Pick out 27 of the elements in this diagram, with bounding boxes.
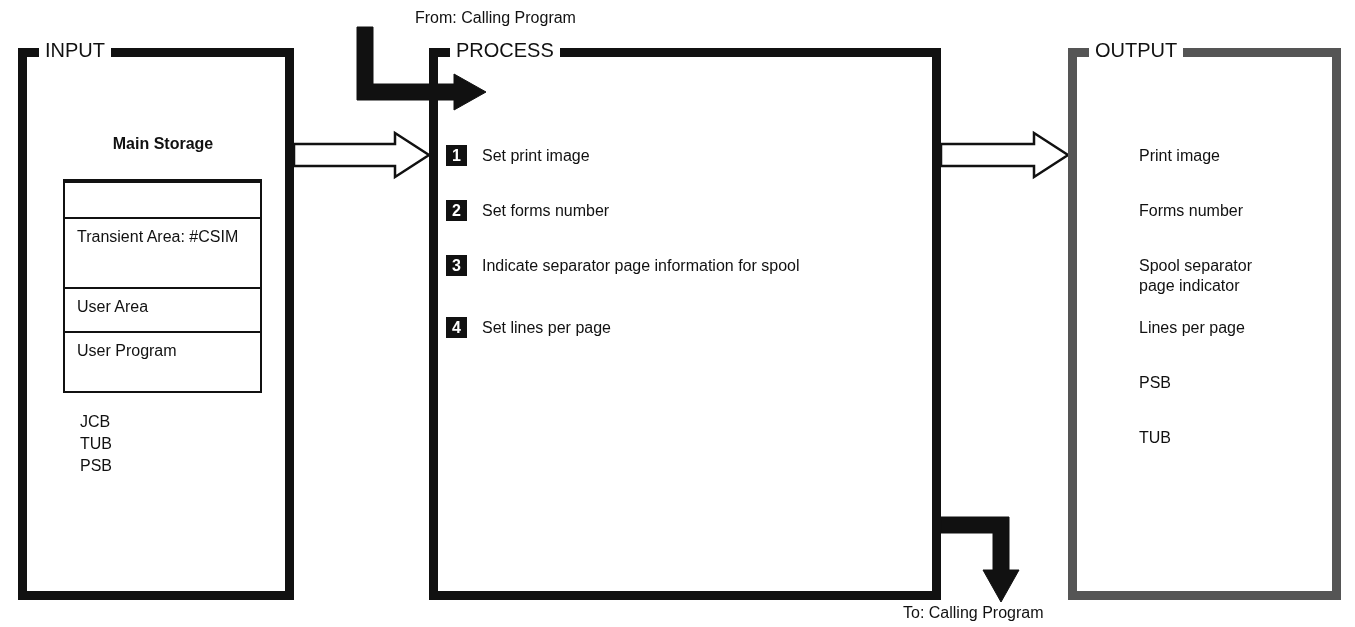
hollow-arrow bbox=[939, 130, 1071, 180]
thick-arrow bbox=[356, 26, 487, 111]
storage-item: PSB bbox=[80, 456, 112, 476]
step-number: 1 bbox=[446, 145, 467, 166]
step-text: Set print image bbox=[482, 146, 590, 166]
output-item: TUB bbox=[1139, 428, 1171, 448]
table-cell: Transient Area: #CSIM bbox=[65, 217, 260, 287]
table-heading: Main Storage bbox=[111, 135, 215, 153]
output-item: Print image bbox=[1139, 146, 1220, 166]
output-item: Spool separator page indicator bbox=[1139, 256, 1253, 296]
output-item: PSB bbox=[1139, 373, 1171, 393]
output-item: Lines per page bbox=[1139, 318, 1245, 338]
step-number: 2 bbox=[446, 200, 467, 221]
hollow-arrow bbox=[292, 130, 432, 180]
step-number: 3 bbox=[446, 255, 467, 276]
output-item: Forms number bbox=[1139, 201, 1244, 221]
connector-label: From: Calling Program bbox=[415, 9, 576, 27]
step-text: Set forms number bbox=[482, 201, 610, 221]
thick-arrow bbox=[940, 516, 1020, 603]
connector-label: To: Calling Program bbox=[903, 604, 1044, 622]
table-cell: User Area bbox=[65, 287, 260, 331]
storage-item: TUB bbox=[80, 434, 112, 454]
step-number: 4 bbox=[446, 317, 467, 338]
table-cell: User Program bbox=[65, 331, 260, 391]
step-text: Set lines per page bbox=[482, 318, 611, 338]
storage-item: JCB bbox=[80, 412, 111, 432]
step-text: Indicate separator page information for spool bbox=[482, 256, 801, 276]
